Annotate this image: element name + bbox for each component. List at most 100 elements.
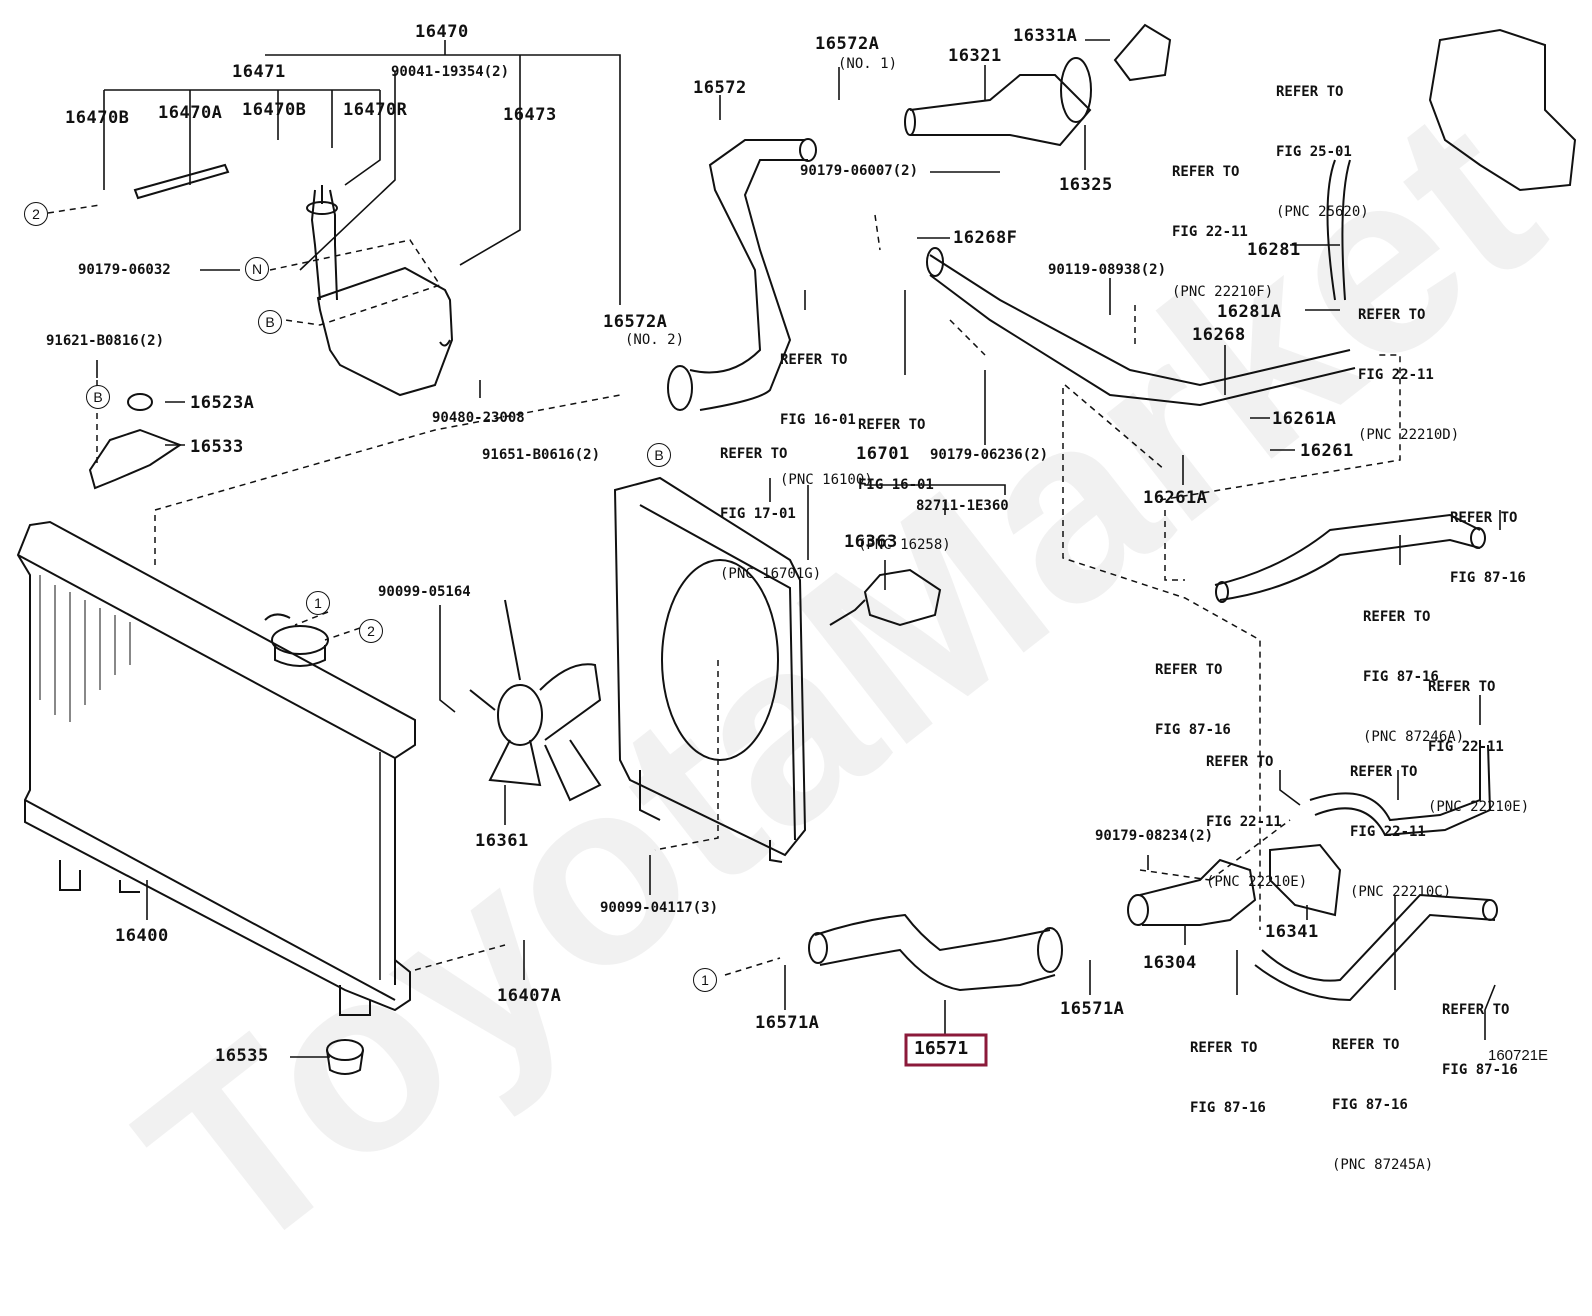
part-label-90179-06007[interactable]: 90179-06007(2)	[800, 163, 919, 179]
reservoir-tank-illustration	[306, 185, 454, 397]
callout-circle-2-top: 2	[359, 619, 383, 643]
part-label-16325[interactable]: 16325	[1059, 175, 1113, 195]
reference-fig16-01-pnc16258[interactable]: REFER TO FIG 16-01 (PNC 16258)	[858, 375, 951, 595]
ref-line: REFER TO	[1276, 84, 1344, 100]
heater-hose-upper	[1214, 513, 1486, 603]
callout-marker-b-fan: B	[647, 443, 671, 467]
part-label-90119-08938[interactable]: 90119-08938(2)	[1048, 262, 1167, 278]
ref-line: REFER TO	[1206, 754, 1274, 770]
radiator-cap-illustration	[264, 613, 329, 667]
figure-code: 160721E	[1488, 1047, 1549, 1064]
ref-line: REFER TO	[1450, 510, 1518, 526]
part-label-91621-B0816[interactable]: 91621-B0816(2)	[46, 333, 165, 349]
lower-hose-16571	[808, 913, 1063, 992]
reference-fig22-11-pnc22210f[interactable]: REFER TO FIG 22-11 (PNC 22210F)	[1172, 122, 1273, 342]
part-label-16281[interactable]: 16281	[1247, 240, 1301, 260]
part-label-90179-06032[interactable]: 90179-06032	[78, 262, 171, 278]
part-label-16361[interactable]: 16361	[475, 831, 529, 851]
part-label-16571A-right[interactable]: 16571A	[1060, 999, 1125, 1019]
reference-fig22-11-pnc22210e-left[interactable]: REFER TO FIG 22-11 (PNC 22210E)	[1206, 712, 1307, 932]
part-label-16533[interactable]: 16533	[190, 437, 244, 457]
ref-line: FIG 22-11	[1350, 824, 1426, 840]
grommet-16535	[326, 1039, 364, 1075]
ref-line: FIG 22-11	[1428, 739, 1504, 755]
part-label-16572[interactable]: 16572	[693, 78, 747, 98]
part-label-16535[interactable]: 16535	[215, 1046, 269, 1066]
ref-line: FIG 22-11	[1358, 367, 1434, 383]
part-label-16470R[interactable]: 16470R	[343, 100, 408, 120]
reference-fig25-01-pnc25620[interactable]: REFER TO FIG 25-01 (PNC 25620)	[1276, 42, 1369, 262]
part-label-16473[interactable]: 16473	[503, 105, 557, 125]
part-label-16701[interactable]: 16701	[856, 444, 910, 464]
ref-line: REFER TO	[1350, 764, 1418, 780]
part-label-16407A[interactable]: 16407A	[497, 986, 562, 1006]
water-outlet-16321	[904, 74, 1092, 147]
reference-fig16-01-pnc16100[interactable]: REFER TO FIG 16-01 (PNC 16100)	[780, 310, 873, 530]
radiator-illustration	[16, 520, 416, 1016]
part-label-16261[interactable]: 16261	[1300, 441, 1354, 461]
part-label-16523A[interactable]: 16523A	[190, 393, 255, 413]
part-label-90480-23008[interactable]: 90480-23008	[432, 410, 525, 426]
diagram-drawing	[16, 23, 1577, 1075]
part-label-16571A-left[interactable]: 16571A	[755, 1013, 820, 1033]
reference-fig87-16-pnc87245a[interactable]: REFER TO FIG 87-16 (PNC 87245A)	[1332, 995, 1433, 1215]
reference-fig87-16-c[interactable]: REFER TO FIG 87-16	[1155, 620, 1231, 780]
ref-line: (PNC 22210E)	[1206, 874, 1308, 890]
part-label-16400[interactable]: 16400	[115, 926, 169, 946]
gasket-16325	[1060, 57, 1092, 123]
reference-fig22-11-pnc22210e-right[interactable]: REFER TO FIG 22-11 (PNC 22210E)	[1428, 637, 1529, 857]
part-note-no1: (NO. 1)	[838, 56, 898, 72]
part-label-16281A[interactable]: 16281A	[1217, 302, 1282, 322]
callout-circle-1-bottom: 1	[693, 968, 717, 992]
reference-fig87-16-d[interactable]: REFER TO FIG 87-16	[1190, 998, 1266, 1158]
egr-hose-upper	[1309, 159, 1492, 837]
ref-line: FIG 87-16	[1450, 570, 1526, 586]
part-label-16321[interactable]: 16321	[948, 46, 1002, 66]
part-label-16571-highlighted[interactable]: 16571	[914, 1038, 969, 1059]
part-label-91651-B0616[interactable]: 91651-B0616(2)	[482, 447, 601, 463]
part-label-16572A-no2[interactable]: 16572A	[603, 312, 668, 332]
part-label-90099-05164[interactable]: 90099-05164	[378, 584, 471, 600]
part-label-16470B-left[interactable]: 16470B	[65, 108, 130, 128]
part-label-16268[interactable]: 16268	[1192, 325, 1246, 345]
reference-fig22-11-pnc22210d[interactable]: REFER TO FIG 22-11 (PNC 22210D)	[1358, 265, 1459, 485]
part-label-16261A-bottom[interactable]: 16261A	[1143, 488, 1208, 508]
reference-fig22-11-pnc22210c[interactable]: REFER TO FIG 22-11 (PNC 22210C)	[1350, 722, 1451, 942]
ref-line: (PNC 25620)	[1276, 204, 1369, 220]
egr-valve-illustration	[1428, 28, 1577, 192]
ref-line: (PNC 16100)	[780, 472, 873, 488]
part-label-16331A[interactable]: 16331A	[1013, 26, 1078, 46]
part-label-16268F[interactable]: 16268F	[953, 228, 1018, 248]
ref-line: FIG 87-16	[1155, 722, 1231, 738]
part-label-82711-1E360[interactable]: 82711-1E360	[916, 498, 1009, 514]
part-label-16363[interactable]: 16363	[844, 532, 898, 552]
part-label-16341[interactable]: 16341	[1265, 922, 1319, 942]
ref-line: REFER TO	[1155, 662, 1223, 678]
ref-line: REFER TO	[720, 446, 788, 462]
part-label-16470[interactable]: 16470	[415, 22, 469, 42]
reference-fig87-16-a[interactable]: REFER TO FIG 87-16	[1450, 468, 1526, 628]
part-label-16261A-top[interactable]: 16261A	[1272, 409, 1337, 429]
ref-line: REFER TO	[1442, 1002, 1510, 1018]
part-label-16470B-right[interactable]: 16470B	[242, 100, 307, 120]
part-label-90041-19354[interactable]: 90041-19354(2)	[391, 64, 510, 80]
part-label-90099-04117[interactable]: 90099-04117(3)	[600, 900, 719, 916]
callout-marker-b-cap: B	[86, 385, 110, 409]
part-label-16471[interactable]: 16471	[232, 62, 286, 82]
reference-fig17-01-pnc16701g[interactable]: REFER TO FIG 17-01 (PNC 16701G)	[720, 404, 821, 624]
part-label-16304[interactable]: 16304	[1143, 953, 1197, 973]
ref-line: (PNC 22210D)	[1358, 427, 1460, 443]
part-label-90179-06236[interactable]: 90179-06236(2)	[930, 447, 1049, 463]
ref-line: (PNC 87245A)	[1332, 1157, 1434, 1173]
part-label-16470A[interactable]: 16470A	[158, 103, 223, 123]
callout-marker-n: N	[245, 257, 269, 281]
callout-circle-2-left: 2	[24, 202, 48, 226]
part-label-16572A-no1[interactable]: 16572A	[815, 34, 880, 54]
upper-hose-16572	[667, 138, 817, 411]
ref-line: FIG 22-11	[1172, 224, 1248, 240]
thermostat-16331A	[1113, 23, 1172, 82]
reference-fig87-16-f[interactable]: REFER TO FIG 87-16	[1442, 960, 1518, 1120]
part-label-90179-08234[interactable]: 90179-08234(2)	[1095, 828, 1214, 844]
part-note-no2: (NO. 2)	[625, 332, 685, 348]
reference-fig87-16-pnc87246a[interactable]: REFER TO FIG 87-16 (PNC 87246A)	[1363, 567, 1464, 787]
